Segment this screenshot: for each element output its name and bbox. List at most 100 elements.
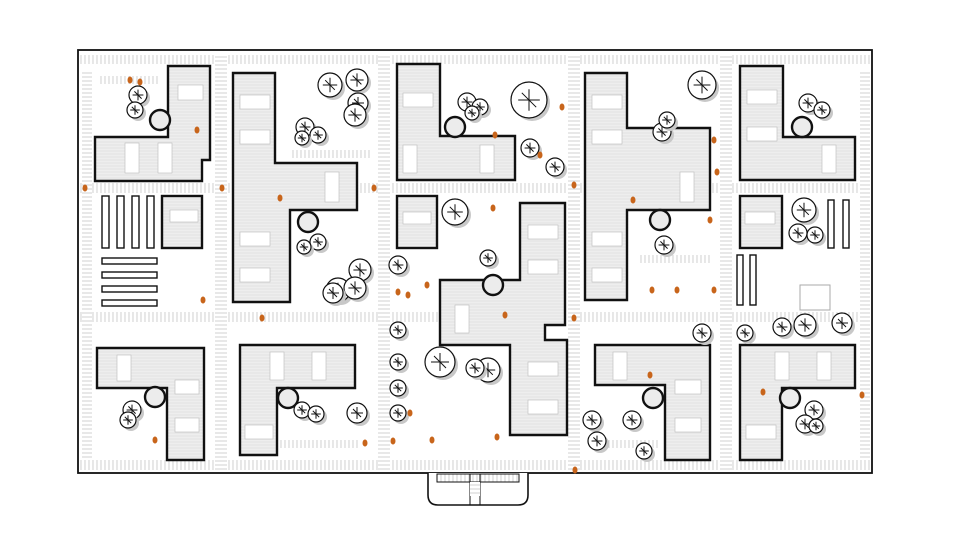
tree-branches — [469, 362, 481, 374]
skylight — [239, 94, 271, 110]
skylight — [169, 209, 199, 223]
skylight — [674, 379, 702, 395]
tree-branches — [351, 407, 363, 419]
tree-branches — [447, 204, 463, 220]
playground — [799, 284, 831, 311]
tree-branches — [392, 259, 404, 271]
stair-tower — [143, 385, 167, 409]
entrance-steps — [436, 473, 520, 483]
tree-branches — [393, 357, 403, 367]
skylight — [454, 304, 470, 334]
skylight — [402, 144, 418, 174]
tree-branches — [393, 325, 403, 335]
tree-branches — [792, 227, 804, 239]
planter — [101, 299, 158, 307]
stair-tower — [276, 386, 300, 410]
skylight — [479, 144, 495, 174]
tree-branches — [299, 121, 311, 133]
person-icon — [407, 409, 413, 417]
tree-branches — [348, 281, 362, 295]
person-icon — [194, 126, 200, 134]
paving-strip — [80, 183, 870, 193]
tree-branches — [639, 446, 649, 456]
tree-branches — [467, 108, 477, 118]
paving-strip — [80, 55, 870, 64]
paving-strip — [568, 55, 580, 470]
tree-branches — [836, 317, 848, 329]
tree-branches — [350, 73, 364, 87]
skylight — [745, 424, 777, 440]
skylight — [311, 351, 327, 381]
person-icon — [371, 184, 377, 192]
skylight — [239, 231, 271, 247]
tree-branches — [549, 161, 561, 173]
skylight — [269, 351, 285, 381]
tree-branches — [662, 115, 672, 125]
planter — [827, 199, 835, 249]
person-icon — [571, 314, 577, 322]
planter — [101, 195, 110, 249]
stair-tower — [648, 208, 672, 232]
tree-branches — [311, 409, 321, 419]
planter — [101, 257, 158, 265]
skylight — [116, 354, 132, 382]
person-icon — [219, 184, 225, 192]
tree-branches — [393, 408, 403, 418]
tree-branches — [297, 405, 307, 415]
paving-strip — [250, 440, 360, 448]
tree-branches — [431, 353, 449, 371]
person-icon — [572, 466, 578, 474]
tree-branches — [811, 421, 821, 431]
person-icon — [137, 78, 143, 86]
person-icon — [395, 288, 401, 296]
tree-branches — [740, 328, 750, 338]
tree-branches — [626, 414, 638, 426]
paving-strip — [215, 55, 227, 470]
tree-branches — [130, 105, 140, 115]
skylight — [591, 231, 623, 247]
planter — [131, 195, 140, 249]
person-icon — [571, 181, 577, 189]
skylight — [612, 351, 628, 381]
tree-branches — [808, 404, 820, 416]
person-icon — [502, 311, 508, 319]
tree-branches — [461, 96, 473, 108]
tree-branches — [586, 414, 598, 426]
paving-strip — [82, 70, 92, 460]
stair-tower — [481, 273, 505, 297]
person-icon — [405, 291, 411, 299]
tree-branches — [299, 242, 309, 252]
person-icon — [492, 131, 498, 139]
tree-branches — [524, 142, 536, 154]
stair-tower — [790, 115, 814, 139]
trees — [119, 68, 855, 462]
person-icon — [649, 286, 655, 294]
entrance-pavilion — [427, 473, 529, 506]
planter — [842, 199, 850, 249]
skylights — [116, 84, 837, 440]
tree-branches — [483, 253, 493, 263]
skylight — [591, 94, 623, 110]
tree-branches — [798, 318, 812, 332]
person-icon — [390, 437, 396, 445]
tree-branches — [693, 76, 711, 94]
person-icon — [647, 371, 653, 379]
tree-branches — [313, 237, 323, 247]
person-icon — [424, 281, 430, 289]
person-icon — [537, 151, 543, 159]
tree-branches — [776, 321, 788, 333]
tree-branches — [591, 435, 603, 447]
planter — [736, 254, 744, 306]
skylight — [527, 224, 559, 240]
tree-branches — [696, 327, 708, 339]
person-icon — [707, 216, 713, 224]
stair-tower — [148, 108, 172, 132]
skylight — [744, 211, 776, 225]
skylight — [774, 351, 790, 381]
planter — [146, 195, 155, 249]
planter — [101, 285, 158, 293]
person-icon — [82, 184, 88, 192]
paving-strip — [600, 440, 660, 448]
tree-branches — [475, 102, 485, 112]
